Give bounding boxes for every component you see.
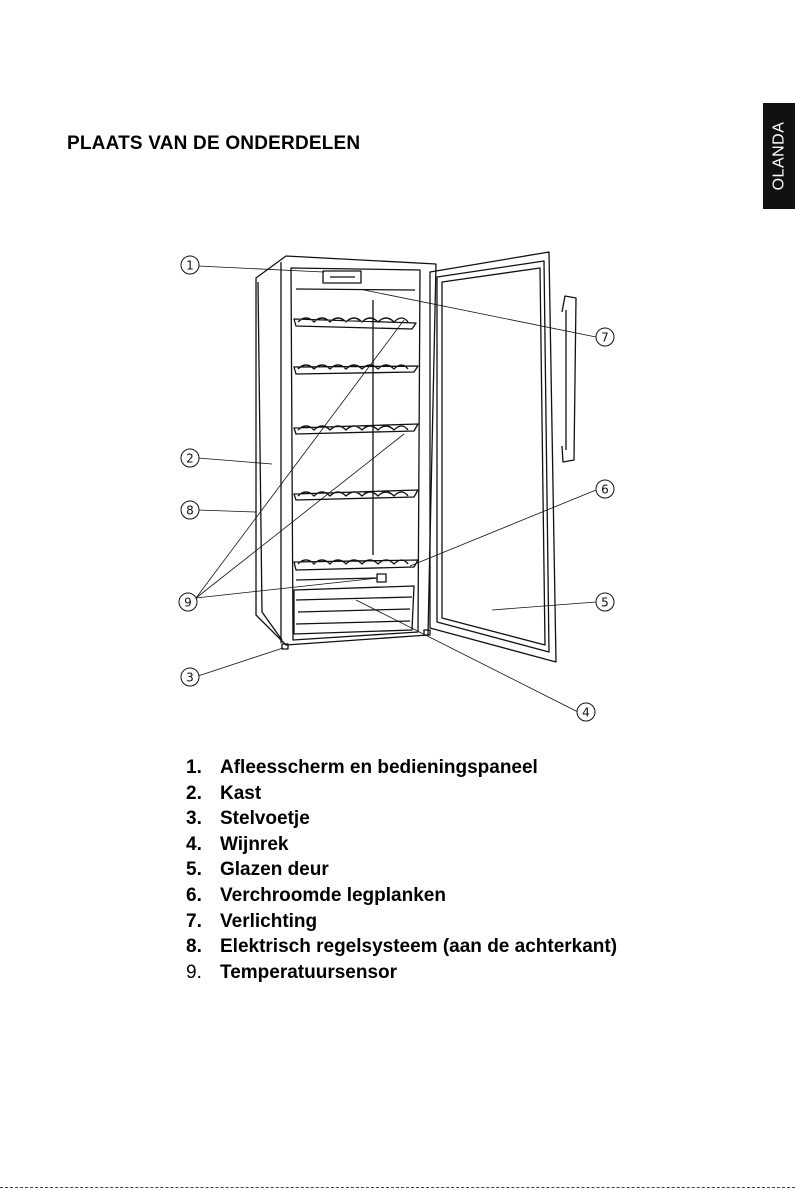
callout-3: 3 — [181, 668, 199, 686]
svg-text:3: 3 — [186, 671, 194, 685]
svg-text:5: 5 — [601, 596, 609, 610]
parts-list-item: 4.Wijnrek — [186, 832, 617, 858]
parts-list-item: 7.Verlichting — [186, 909, 617, 935]
callout-6: 6 — [596, 480, 614, 498]
svg-text:6: 6 — [601, 483, 609, 497]
parts-list-item: 8.Elektrisch regelsysteem (aan de achter… — [186, 934, 617, 960]
callout-1: 1 — [181, 256, 199, 274]
page-bottom-rule — [0, 1187, 795, 1188]
callout-8: 8 — [181, 501, 199, 519]
callout-2: 2 — [181, 449, 199, 467]
svg-text:1: 1 — [186, 259, 194, 273]
svg-text:2: 2 — [186, 452, 194, 466]
parts-list-item: 3.Stelvoetje — [186, 806, 617, 832]
shelf-2 — [294, 365, 418, 374]
parts-list-item: 1.Afleesscherm en bedieningspaneel — [186, 755, 617, 781]
language-tab-label: OLANDA — [770, 122, 788, 191]
language-tab: OLANDA — [763, 103, 795, 209]
shelf-3 — [294, 424, 418, 434]
callout-5: 5 — [596, 593, 614, 611]
parts-list-item: 2.Kast — [186, 781, 617, 807]
svg-text:9: 9 — [184, 596, 192, 610]
svg-text:7: 7 — [601, 331, 609, 345]
parts-list: 1.Afleesscherm en bedieningspaneel 2.Kas… — [186, 755, 617, 985]
bottom-wine-rack — [294, 586, 414, 634]
svg-text:4: 4 — [582, 706, 590, 720]
wine-cooler-diagram: 1 7 2 6 8 9 5 3 4 — [0, 240, 795, 730]
shelf-1 — [294, 318, 416, 329]
callout-9: 9 — [179, 593, 197, 611]
shelf-4 — [294, 490, 418, 500]
temperature-sensor — [377, 574, 386, 582]
parts-list-item: 5.Glazen deur — [186, 857, 617, 883]
callout-4: 4 — [577, 703, 595, 721]
glass-door — [430, 252, 556, 662]
svg-text:8: 8 — [186, 504, 194, 518]
parts-list-item: 9.Temperatuursensor — [186, 960, 617, 986]
page-title: PLAATS VAN DE ONDERDELEN — [67, 133, 360, 155]
parts-list-item: 6.Verchroomde legplanken — [186, 883, 617, 909]
door-handle — [562, 296, 576, 462]
shelf-5 — [294, 560, 418, 570]
cabinet-side — [258, 282, 282, 640]
callout-7: 7 — [596, 328, 614, 346]
